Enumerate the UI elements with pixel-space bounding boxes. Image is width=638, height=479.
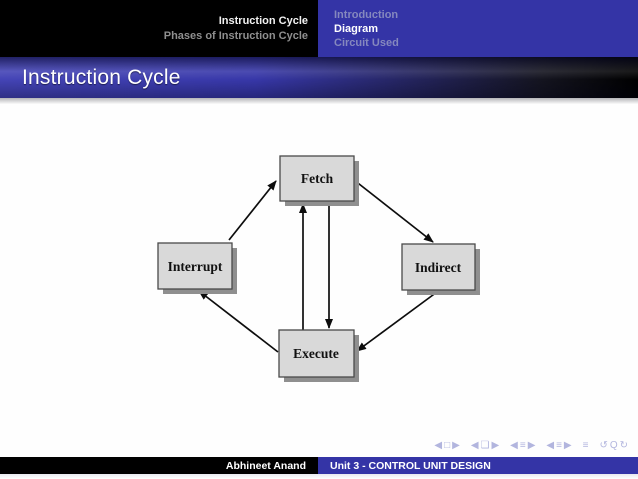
nav-section-icons[interactable]: ◀≡▶: [546, 440, 574, 451]
header: Instruction Cycle Phases of Instruction …: [0, 0, 638, 57]
diagram-node-interrupt: Interrupt: [157, 242, 237, 294]
header-frame-titles: Instruction Cycle Phases of Instruction …: [0, 0, 318, 57]
nav-frame-icons[interactable]: ◀❏▶: [470, 440, 502, 451]
nav-search-icons[interactable]: ↺Q↻: [599, 440, 630, 451]
diagram-node-indirect: Indirect: [401, 243, 480, 295]
diagram-node-execute: Execute: [278, 329, 359, 382]
edge-execute-to-interrupt: [198, 290, 279, 353]
slide-title-bar: Instruction Cycle: [0, 57, 638, 98]
frame-title-mini: Instruction Cycle: [218, 14, 308, 27]
edge-interrupt-to-fetch: [228, 180, 277, 241]
slide-content: Fetch Interrupt Indirect Execute: [0, 104, 638, 457]
section-link-circuit-used[interactable]: Circuit Used: [334, 36, 399, 49]
section-link-diagram[interactable]: Diagram: [334, 22, 379, 35]
nav-subsection-icons[interactable]: ◀≡▶: [510, 440, 538, 451]
node-label-fetch: Fetch: [301, 171, 334, 186]
bottom-strip: [0, 474, 638, 479]
footer: Abhineet Anand Unit 3 - CONTROL UNIT DES…: [0, 457, 638, 474]
edge-indirect-to-execute: [356, 291, 438, 352]
node-label-interrupt: Interrupt: [168, 259, 223, 274]
footer-author: Abhineet Anand: [225, 459, 306, 472]
nav-slide-icons[interactable]: ◀□▶: [434, 440, 462, 451]
footer-author-section: Abhineet Anand: [0, 457, 318, 474]
instruction-cycle-diagram: Fetch Interrupt Indirect Execute: [157, 155, 480, 382]
footer-unit-section: Unit 3 - CONTROL UNIT DESIGN: [318, 457, 638, 474]
frame-subtitle-mini: Phases of Instruction Cycle: [163, 29, 308, 42]
section-link-introduction[interactable]: Introduction: [334, 8, 399, 21]
edge-fetch-to-indirect: [353, 179, 434, 243]
header-section-nav: Introduction Diagram Circuit Used: [318, 0, 638, 57]
nav-appendix-icon[interactable]: ≡: [582, 440, 591, 451]
title-bar-shadow: [0, 98, 638, 104]
beamer-navigation: ◀□▶ ◀❏▶ ◀≡▶ ◀≡▶ ≡ ↺Q↻: [434, 438, 630, 453]
slide-title: Instruction Cycle: [22, 65, 181, 89]
diagram-node-fetch: Fetch: [279, 155, 359, 206]
footer-unit-title: Unit 3 - CONTROL UNIT DESIGN: [330, 459, 491, 472]
node-label-execute: Execute: [293, 346, 339, 361]
node-label-indirect: Indirect: [415, 260, 462, 275]
